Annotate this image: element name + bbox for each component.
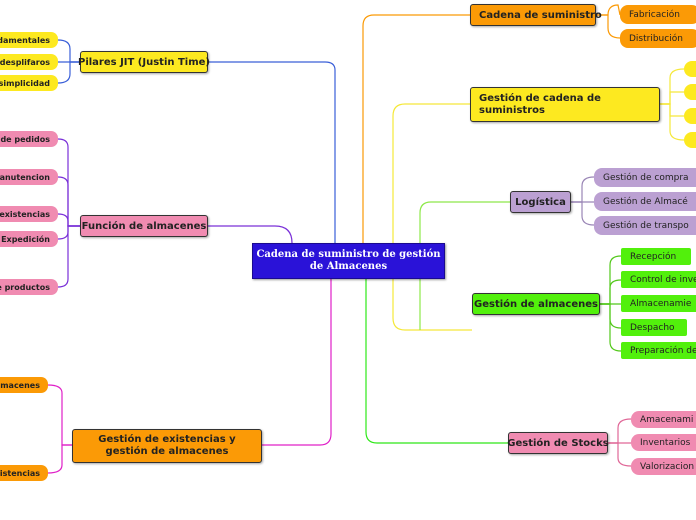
leaf-gestion-cadena-2[interactable]	[684, 84, 696, 100]
branch-cadena-suministro[interactable]: Cadena de suministro	[470, 4, 602, 26]
leaf-almacenamiento[interactable]: Almacenamie	[621, 295, 696, 312]
link-gc-3	[660, 103, 684, 117]
leaf-preparacion-pedidos[interactable]: Preparación de p	[621, 342, 696, 359]
link-pilares	[208, 61, 336, 260]
leaf-almacenes[interactable]: macenes	[0, 377, 48, 393]
branch-gestion-stocks[interactable]: Gestión de Stocks	[507, 432, 609, 454]
branch-funcion-almacenes[interactable]: Función de almacenes	[80, 215, 208, 237]
link-pj-1	[57, 39, 80, 63]
leaf-almacenamiento-stocks[interactable]: Amacenami	[631, 411, 696, 428]
link-fa-3	[57, 213, 80, 227]
branch-pilares-jit[interactable]: Pilares JIT (Justin Time)	[78, 51, 210, 73]
branch-logistica[interactable]: Logística	[510, 191, 571, 213]
leaf-despacho[interactable]: Despacho	[621, 319, 687, 336]
link-existencias	[262, 260, 332, 446]
leaf-fundamentales[interactable]: damentales	[0, 32, 58, 48]
branch-gestion-cadena[interactable]: Gestión de cadena de suministros	[470, 87, 660, 122]
link-fa-5	[57, 225, 80, 288]
leaf-simplicidad[interactable]: simplicidad	[0, 75, 58, 91]
central-topic-label: Cadena de suministro de gestión de Almac…	[256, 249, 441, 272]
link-gs-3	[608, 442, 632, 467]
link-gestion-cadena	[392, 103, 470, 260]
leaf-gestion-cadena-1[interactable]	[684, 61, 696, 77]
leaf-control-inventario[interactable]: Control de inve	[621, 271, 696, 288]
link-ga-1	[600, 255, 622, 305]
link-gc-2	[660, 91, 684, 105]
link-cadena-suministro	[362, 14, 470, 260]
link-gs-1	[608, 418, 632, 444]
leaf-de-pedidos[interactable]: de pedidos	[0, 131, 58, 147]
link-ge-1	[47, 384, 72, 446]
leaf-gestion-almacen[interactable]: Gestión de Almacé	[594, 192, 696, 211]
leaf-expedicion[interactable]: Expedición	[0, 231, 58, 247]
leaf-recepcion[interactable]: Recepción	[621, 248, 691, 265]
link-log-1	[571, 176, 595, 203]
link-gc-1	[660, 68, 685, 105]
link-gestion-almacenes	[419, 201, 510, 330]
leaf-gestion-cadena-4[interactable]	[684, 132, 696, 148]
branch-gestion-existencias[interactable]: Gestión de existencias y gestión de alma…	[72, 429, 262, 463]
link-gc-4	[660, 103, 685, 141]
link-ge-2	[47, 444, 72, 474]
link-distribucion	[596, 14, 621, 39]
link-fa-4	[57, 225, 80, 240]
leaf-gestion-compra[interactable]: Gestión de compra	[594, 168, 696, 187]
link-fa-2	[57, 176, 80, 227]
leaf-desperdicios[interactable]: desplifaros	[0, 54, 58, 70]
leaf-manutencion[interactable]: anutencion	[0, 169, 58, 185]
leaf-gestion-cadena-3[interactable]	[684, 108, 696, 124]
leaf-gestion-transporte[interactable]: Gestión de transpo	[594, 216, 696, 235]
leaf-fabricacion[interactable]: Fabricación	[620, 5, 696, 24]
leaf-inventarios[interactable]: Inventarios	[631, 434, 696, 451]
branch-gestion-almacenes[interactable]: Gestión de almacenes	[472, 293, 600, 315]
leaf-existencias[interactable]: existencias	[0, 465, 48, 481]
link-funcion	[208, 225, 293, 244]
central-topic[interactable]: Cadena de suministro de gestión de Almac…	[252, 243, 445, 279]
link-log-3	[571, 201, 595, 226]
link-pj-3	[57, 61, 80, 84]
leaf-de-productos[interactable]: de productos	[0, 279, 58, 295]
link-fa-1	[57, 138, 80, 227]
link-ga-5	[600, 303, 622, 352]
leaf-existencias-funcion[interactable]: existencias	[0, 206, 58, 222]
leaf-valorizacion[interactable]: Valorizacion	[631, 458, 696, 475]
leaf-distribucion[interactable]: Distribución	[620, 29, 696, 48]
link-logistica	[392, 260, 472, 331]
link-ga-2	[600, 279, 622, 305]
link-gestion-stocks	[365, 260, 508, 444]
